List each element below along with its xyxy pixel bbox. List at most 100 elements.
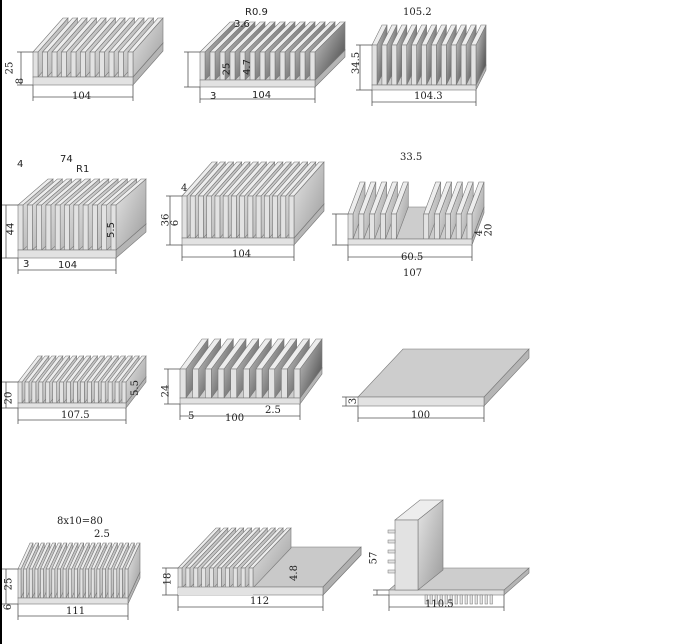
fin-front — [127, 51, 134, 78]
fin-front — [31, 381, 37, 404]
base-front — [32, 76, 134, 86]
fin-front — [259, 51, 266, 81]
fin-front — [38, 381, 44, 404]
fin-front — [198, 195, 204, 239]
base-front — [179, 397, 301, 405]
dim-width: 104 — [72, 91, 92, 102]
fin-front — [255, 195, 262, 239]
fin-front — [205, 368, 212, 399]
base-front — [199, 79, 316, 88]
dim-width: 107.5 — [61, 410, 90, 421]
fin-front — [209, 567, 214, 589]
fin-front — [177, 567, 183, 589]
dim-width: 100 — [411, 410, 431, 421]
fin-front — [24, 381, 30, 404]
fin-front — [118, 51, 124, 78]
base-front — [347, 238, 473, 246]
fin-front — [92, 204, 98, 251]
dim-width: 111 — [66, 606, 86, 617]
dim-width: 104.3 — [414, 91, 443, 102]
dim-fin-thickness: 3 — [23, 259, 30, 270]
fin-front — [429, 594, 433, 605]
base-top-face — [357, 348, 530, 398]
fin-front — [80, 381, 85, 404]
fin-front — [54, 204, 61, 251]
dim-base: 6 — [3, 603, 15, 611]
fin-front — [489, 594, 493, 605]
dim-height: 20 — [3, 391, 15, 405]
base-front — [357, 396, 485, 407]
fin-front — [102, 568, 106, 599]
dim-base: 4.8 — [288, 565, 300, 581]
fin-front — [79, 568, 84, 599]
base-front — [388, 589, 505, 596]
dim-fin-thickness: 3 — [210, 91, 217, 102]
dim-width: 104 — [58, 260, 78, 271]
fin-front — [193, 567, 199, 589]
dim-width: 100 — [225, 413, 245, 424]
fin-front — [119, 568, 123, 599]
dim-fin-top: 4 — [181, 183, 188, 194]
fin-front — [371, 44, 378, 86]
fin-front — [440, 44, 447, 86]
fin-front — [34, 568, 39, 599]
fin-front — [411, 44, 417, 86]
dim-radius: R0.9 — [245, 7, 268, 18]
fin-front — [232, 567, 238, 589]
dim-span: 74 — [60, 154, 73, 165]
fin-front — [423, 213, 430, 240]
fin-front — [240, 567, 246, 589]
dim-base: 5.5 — [105, 222, 117, 238]
dim-width: 104 — [232, 249, 252, 260]
fin-front — [64, 204, 70, 251]
fin-front — [358, 213, 365, 240]
fin-front — [93, 381, 99, 404]
fin-front — [387, 549, 396, 554]
fin-front — [255, 368, 263, 399]
dim-base: 8 — [15, 77, 27, 85]
fin-front — [59, 381, 64, 404]
fin-front — [431, 44, 437, 86]
fin-front — [51, 51, 58, 78]
fin-front — [17, 204, 24, 251]
dim-height: 20 — [483, 223, 495, 237]
dim-slot-span: 60.5 — [401, 252, 424, 263]
fin-front — [222, 195, 229, 239]
fin-front — [401, 44, 408, 86]
dim-height: 25 — [221, 62, 233, 76]
fin-front — [449, 594, 453, 605]
fin-front — [36, 204, 42, 251]
dim-fin-thickness: 2.5 — [94, 529, 110, 540]
fin-front — [424, 594, 428, 605]
dim-channel: 33.5 — [400, 152, 423, 163]
fin-front — [17, 568, 22, 599]
base-front-fill — [178, 588, 253, 595]
fin-front — [231, 195, 237, 239]
dim-height: 34.5 — [351, 51, 363, 75]
dim-width: 112 — [250, 596, 270, 607]
fin-front — [288, 195, 295, 239]
dim-height: 25 — [4, 61, 16, 75]
fin-front — [85, 568, 89, 599]
fin-front — [439, 594, 443, 605]
base-front — [371, 84, 477, 91]
base-front — [17, 597, 129, 605]
fin-front — [444, 594, 448, 605]
fin-front — [387, 569, 396, 574]
base-front — [17, 249, 117, 259]
fin-front — [272, 195, 278, 239]
fin-front — [381, 44, 388, 86]
fin-front — [268, 368, 275, 399]
dim-top-width: 105.2 — [403, 7, 432, 18]
dim-step: 5 — [188, 411, 195, 422]
base-front — [17, 402, 127, 409]
dim-radius: R1 — [76, 164, 90, 175]
fin-front — [445, 213, 451, 240]
fin-front — [434, 594, 438, 605]
fin-front — [73, 204, 80, 251]
fin-front — [209, 51, 216, 81]
fin-front — [217, 368, 225, 399]
fin-front — [62, 568, 67, 599]
fin-front — [474, 594, 478, 605]
